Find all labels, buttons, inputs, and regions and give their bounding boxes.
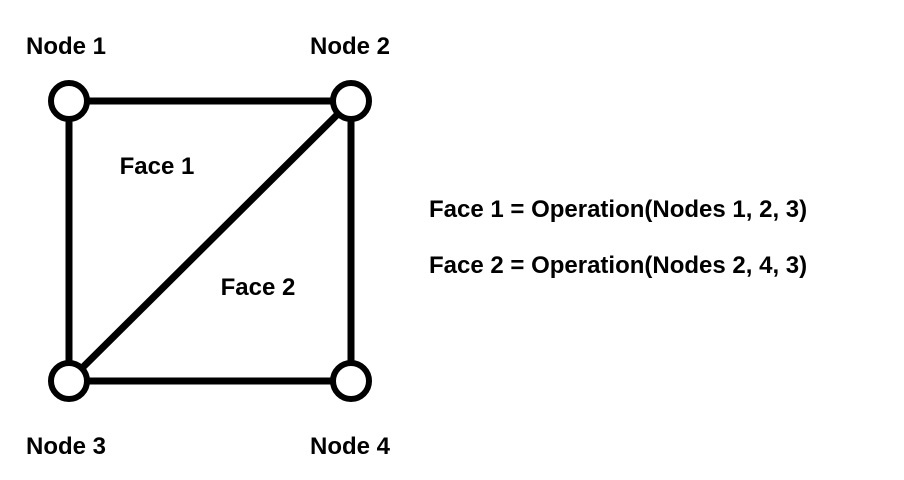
node-2-label: Node 2 (310, 33, 390, 60)
node-4-circle (330, 360, 372, 402)
equation-face-1: Face 1 = Operation(Nodes 1, 2, 3) (429, 196, 807, 223)
node-3-label: Node 3 (26, 433, 106, 460)
node-2-circle (330, 80, 372, 122)
face-1-label: Face 1 (120, 153, 195, 180)
node-3-circle (48, 360, 90, 402)
edge-node2-node3 (65, 97, 355, 385)
node-1-label: Node 1 (26, 33, 106, 60)
node-1-circle (48, 80, 90, 122)
node-4-label: Node 4 (310, 433, 391, 460)
equation-face-2: Face 2 = Operation(Nodes 2, 4, 3) (429, 252, 807, 279)
face-2-label: Face 2 (221, 274, 296, 301)
